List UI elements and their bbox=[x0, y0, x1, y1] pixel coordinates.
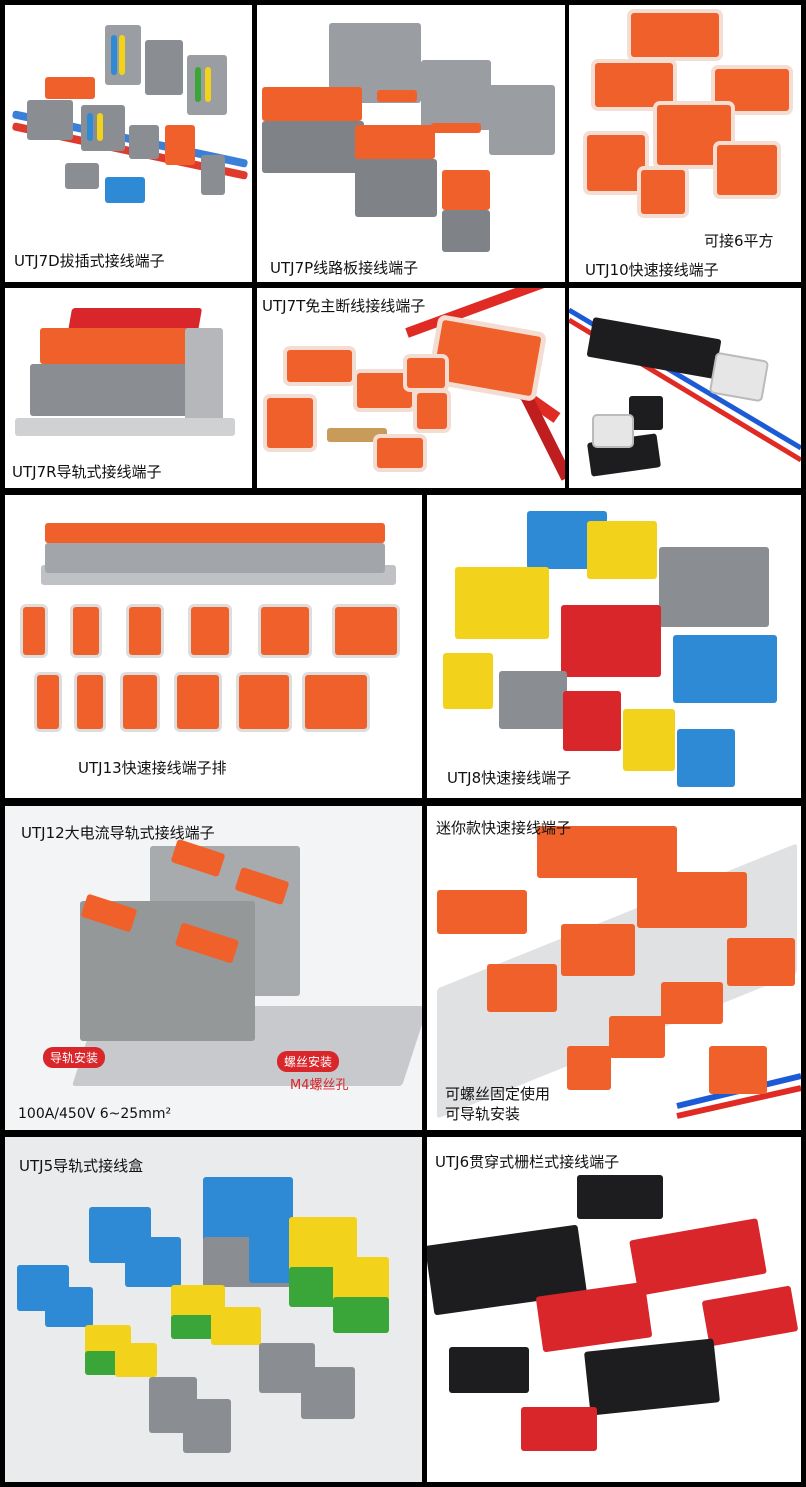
rail-mount-tag: 导轨安装 bbox=[43, 1047, 106, 1068]
panel-tuj11: TUJ11-D2免剥线接线端子 bbox=[569, 288, 801, 488]
panel-utj13: UTJ13快速接线端子排 bbox=[5, 495, 422, 798]
screw-hole-note: M4螺丝孔 bbox=[290, 1078, 349, 1093]
panel-label: UTJ7R导轨式接线端子 bbox=[12, 463, 162, 481]
panel-utj7p: UTJ7P线路板接线端子 bbox=[257, 5, 565, 282]
panel-utj7t: UTJ7T免主断线接线端子 bbox=[257, 288, 565, 488]
panel-label: UTJ7D拔插式接线端子 bbox=[14, 252, 165, 270]
panel-label: 迷你款快速接线端子 bbox=[436, 819, 572, 837]
panel-label: UTJ12大电流导轨式接线端子 bbox=[21, 824, 215, 842]
panel-mini: 迷你款快速接线端子 可螺丝固定使用 可导轨安装 bbox=[427, 806, 801, 1130]
panel-label: UTJ7T免主断线接线端子 bbox=[262, 297, 426, 315]
panel-utj12: UTJ12大电流导轨式接线端子 导轨安装 螺丝安装 M4螺丝孔 100A/450… bbox=[5, 806, 422, 1130]
panel-utj10: 可接6平方 UTJ10快速接线端子 bbox=[569, 5, 801, 282]
panel-utj7r: UTJ7R导轨式接线端子 bbox=[5, 288, 252, 488]
panel-label: UTJ5导轨式接线盒 bbox=[19, 1157, 144, 1175]
panel-label: TUJ11-D2免剥线接线端子 bbox=[605, 297, 781, 315]
panel-label: UTJ10快速接线端子 bbox=[585, 261, 719, 279]
spec-text: 100A/450V 6~25mm² bbox=[18, 1106, 172, 1122]
screw-mount-tag: 螺丝安装 bbox=[277, 1051, 340, 1072]
panel-label: UTJ6贯穿式栅栏式接线端子 bbox=[435, 1153, 620, 1171]
panel-note: 可接6平方 bbox=[704, 232, 774, 250]
panel-utj7d: UTJ7D拔插式接线端子 bbox=[5, 5, 252, 282]
panel-label: UTJ13快速接线端子排 bbox=[78, 759, 227, 777]
panel-utj8: UTJ8快速接线端子 bbox=[427, 495, 801, 798]
panel-note-rail: 可导轨安装 bbox=[445, 1105, 521, 1123]
panel-label: UTJ8快速接线端子 bbox=[447, 769, 572, 787]
panel-utj6: UTJ6贯穿式栅栏式接线端子 bbox=[427, 1137, 801, 1482]
panel-utj5: UTJ5导轨式接线盒 bbox=[5, 1137, 422, 1482]
panel-label: UTJ7P线路板接线端子 bbox=[270, 259, 419, 277]
panel-note-screw: 可螺丝固定使用 bbox=[445, 1085, 551, 1103]
